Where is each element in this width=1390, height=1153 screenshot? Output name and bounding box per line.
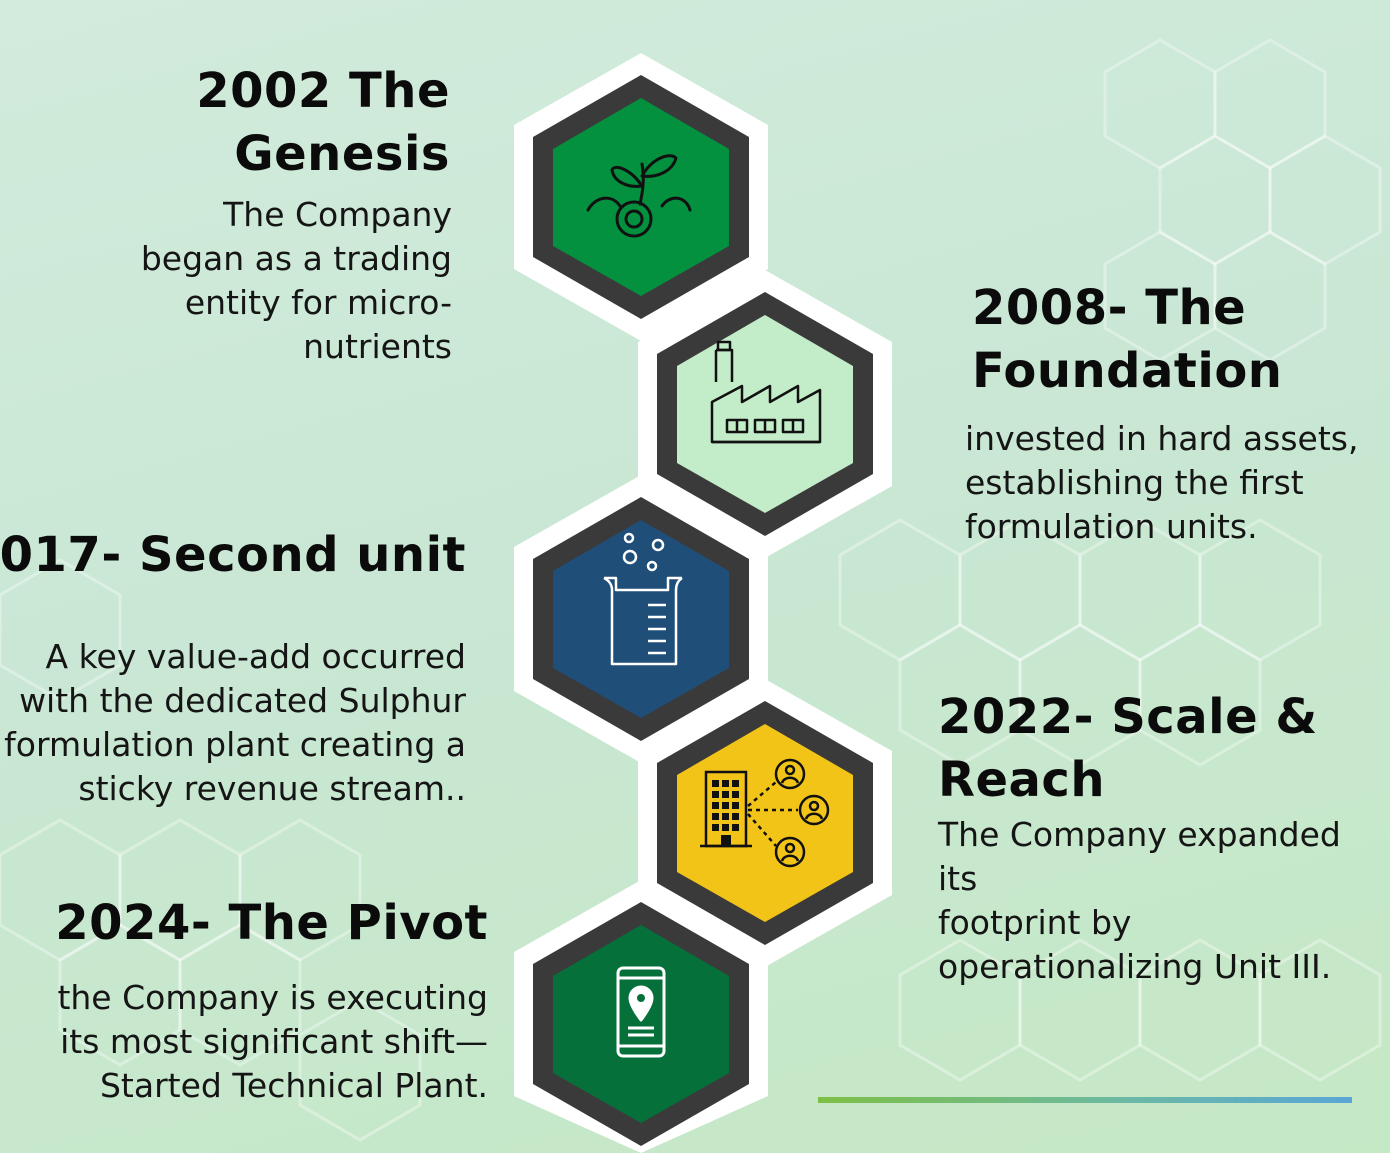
- milestone-2022-description-text: The Company expanded its footprint by op…: [938, 815, 1341, 986]
- hex-2022: [638, 679, 892, 967]
- hex-fill-2024: [553, 925, 729, 1123]
- milestone-2024-description: the Company is executing its most signif…: [57, 976, 488, 1108]
- milestone-2022-description: The Company expanded its footprint by op…: [938, 813, 1390, 989]
- mobile-location-icon: [616, 966, 666, 1058]
- hex-fill-2022: [677, 724, 853, 922]
- milestone-2017-description: A key value-add occurred with the dedica…: [4, 635, 466, 811]
- milestone-2022-heading: 2022- Scale & Reach: [938, 686, 1318, 812]
- milestone-2022-heading-text: 2022- Scale & Reach: [938, 689, 1318, 808]
- milestone-2008-heading-text: 2008- The Foundation: [972, 280, 1283, 399]
- milestone-2002-description: The Company began as a trading entity fo…: [141, 193, 452, 369]
- milestone-2017-heading-text: 2017- Second unit: [0, 527, 466, 583]
- factory-icon: [710, 340, 822, 444]
- hex-2002: [514, 53, 768, 341]
- milestone-2024-heading: 2024- The Pivot: [55, 892, 488, 955]
- beaker-icon: [603, 532, 683, 666]
- sprout-icon: [586, 154, 692, 238]
- milestone-2024-description-text: the Company is executing its most signif…: [57, 978, 488, 1105]
- hex-2017: [514, 475, 768, 763]
- milestone-2024-heading-text: 2024- The Pivot: [55, 895, 488, 951]
- building-network-icon: [700, 758, 830, 868]
- milestone-2002-description-text: The Company began as a trading entity fo…: [140, 195, 452, 366]
- milestone-2008-description-text: invested in hard assets, establishing th…: [965, 419, 1359, 546]
- milestone-2002-heading-text: 2002 The Genesis: [196, 63, 450, 182]
- hex-2008: [638, 270, 892, 558]
- milestone-2008-description: invested in hard assets, establishing th…: [965, 417, 1358, 549]
- milestone-2008-heading: 2008- The Foundation: [972, 277, 1282, 403]
- milestone-2017-heading: 2017- Second unit: [0, 524, 466, 587]
- hex-fill-2017: [553, 520, 729, 718]
- milestone-2002-heading: 2002 The Genesis: [196, 60, 450, 186]
- accent-divider-line: [818, 1097, 1352, 1103]
- hex-fill-2008: [677, 315, 853, 513]
- milestone-2017-description-text: A key value-add occurred with the dedica…: [4, 637, 466, 808]
- hex-2024: [514, 880, 768, 1153]
